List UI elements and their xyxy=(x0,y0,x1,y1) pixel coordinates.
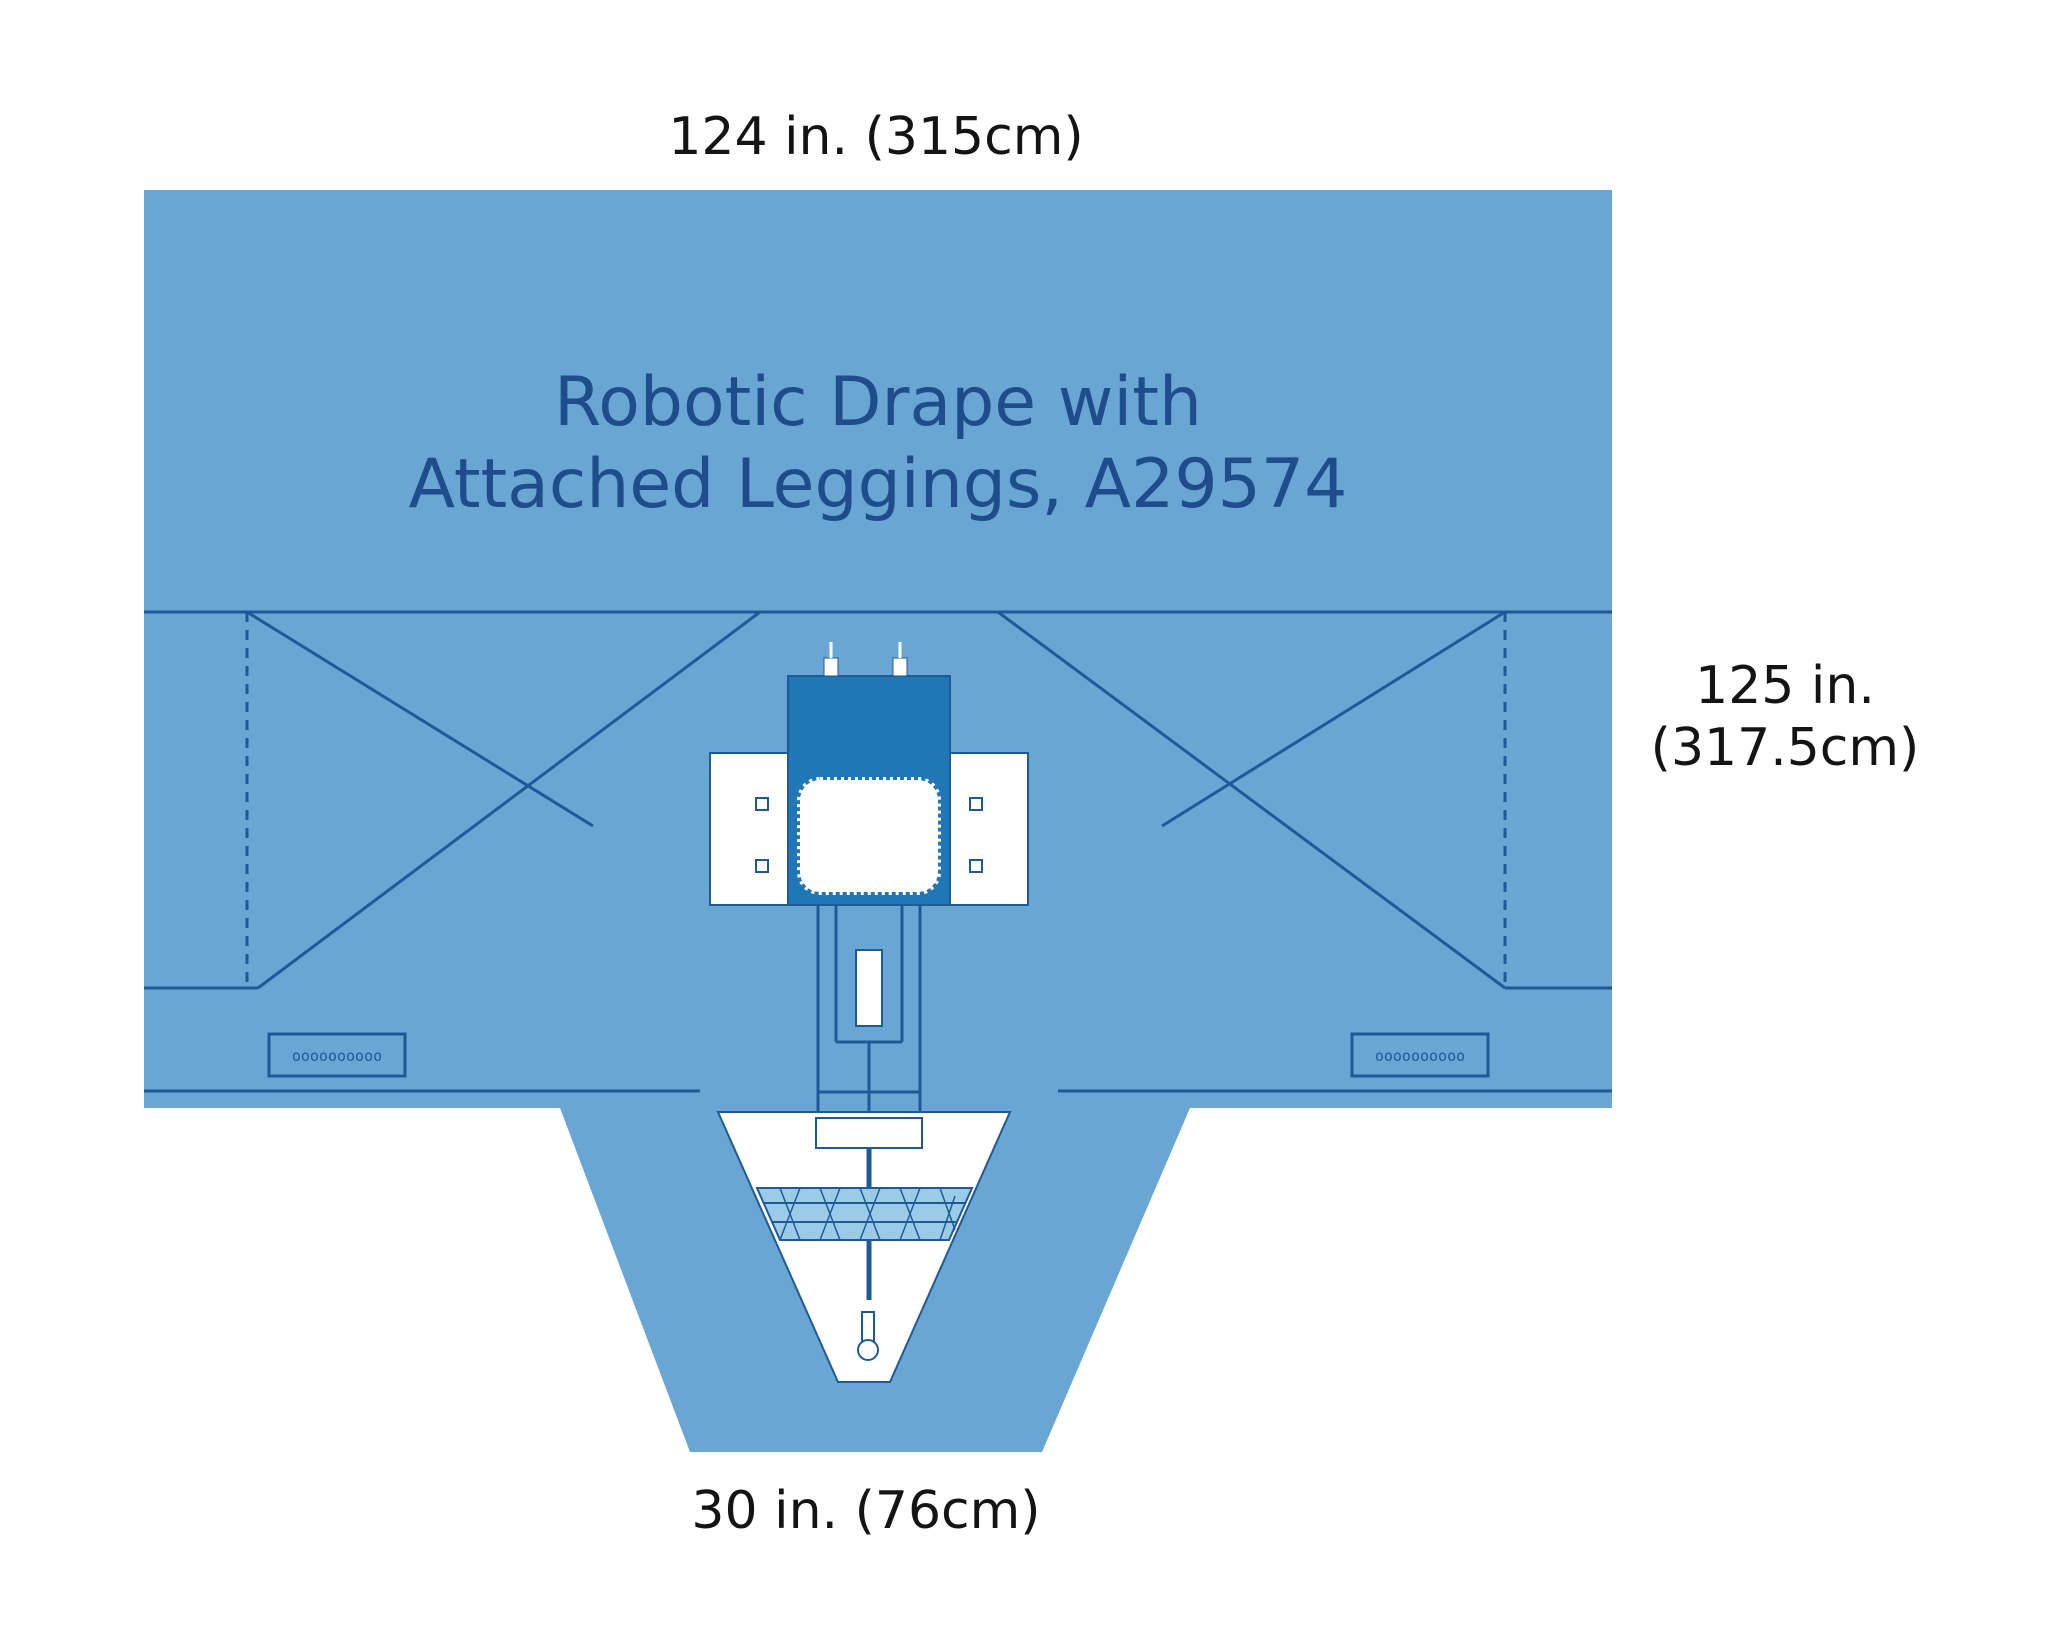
length-dimension-label: 125 in. (317.5cm) xyxy=(1600,655,1970,780)
right-armboard-panel xyxy=(949,752,1029,906)
right-legging xyxy=(997,610,1507,990)
width-dimension-label: 124 in. (315cm) xyxy=(668,107,1084,167)
perineal-panel xyxy=(716,1111,1012,1383)
title-line-2: Attached Leggings, A29574 xyxy=(408,445,1348,524)
length-line-1: 125 in. xyxy=(1695,656,1875,716)
mesh-pattern xyxy=(779,1187,956,1241)
title-line-1: Robotic Drape with xyxy=(554,363,1202,442)
left-armboard-panel xyxy=(709,752,789,906)
svg-text:oooooooooo: oooooooooo xyxy=(292,1047,382,1065)
left-tube-holder: oooooooooo xyxy=(267,1032,407,1078)
center-channel xyxy=(816,905,922,1112)
svg-text:oooooooooo: oooooooooo xyxy=(1375,1047,1465,1065)
drape-title: Robotic Drape with Attached Leggings, A2… xyxy=(144,362,1612,526)
left-legging xyxy=(245,610,761,990)
length-line-2: (317.5cm) xyxy=(1650,718,1920,779)
right-tube-holder: oooooooooo xyxy=(1350,1032,1490,1078)
bottom-width-dimension-label: 30 in. (76cm) xyxy=(691,1481,1041,1541)
channel-window xyxy=(855,949,883,1027)
tube-clips xyxy=(823,642,908,677)
fenestration-panel xyxy=(787,675,951,906)
